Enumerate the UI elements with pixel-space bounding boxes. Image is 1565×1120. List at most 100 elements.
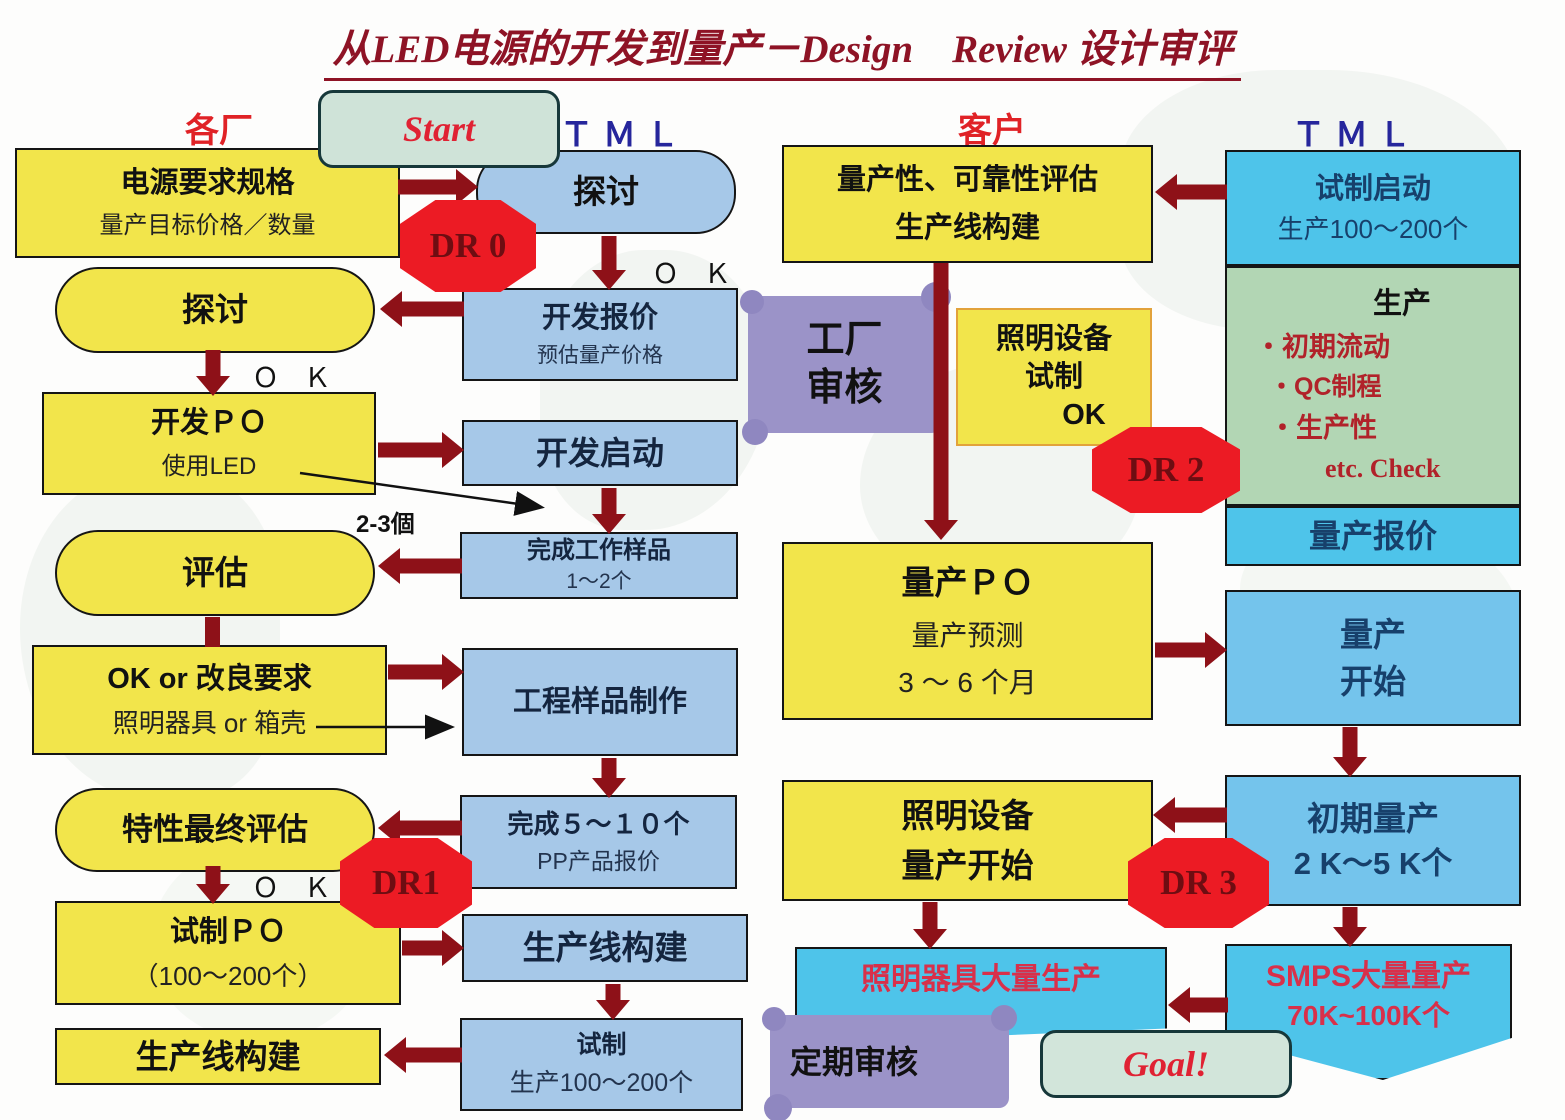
goal-label: Goal! bbox=[1122, 1043, 1209, 1084]
arrow-eng-sample-down bbox=[590, 758, 628, 798]
box-discuss-tml-label: 探讨 bbox=[573, 173, 639, 211]
box-mass-start-line2: 开始 bbox=[1340, 663, 1406, 700]
box-mass-po-line3: 3 ～ 6 个月 bbox=[898, 666, 1037, 698]
ok-label-discuss-left: Ｏ Ｋ bbox=[252, 363, 340, 393]
box-discuss-left-label: 探讨 bbox=[182, 291, 248, 329]
arrow-initial-mass-down bbox=[1331, 907, 1369, 947]
box-mass-po-line2: 量产预测 bbox=[911, 619, 1024, 651]
box-dev-start: 开发启动 bbox=[462, 420, 738, 486]
scroll-curl bbox=[991, 1005, 1017, 1031]
dr2-badge: DR 2 bbox=[1092, 427, 1240, 513]
box-line-build-left-label: 生产线构建 bbox=[135, 1037, 301, 1075]
scroll-curl bbox=[740, 290, 764, 314]
box-pp-sample: 完成５～１０个 PP产品报价 bbox=[460, 795, 737, 889]
box-factory-audit-line2: 审核 bbox=[806, 366, 883, 409]
box-trial-po-sub: （100～200个） bbox=[132, 960, 324, 991]
box-dev-quote-title: 开发报价 bbox=[541, 302, 658, 335]
box-mass-eval-title: 量产性、可靠性评估 bbox=[836, 163, 1098, 196]
production-bullet-productivity: ・生产性 bbox=[1269, 412, 1377, 443]
box-trial-launch-title: 试制启动 bbox=[1314, 172, 1431, 205]
box-mass-po: 量产ＰＯ 量产预测 3 ～ 6 个月 bbox=[782, 542, 1153, 720]
box-final-eval-label: 特性最终评估 bbox=[122, 811, 308, 847]
box-factory-audit: 工厂 审核 bbox=[740, 282, 951, 445]
box-trial-tml: 试制 生产100～200个 bbox=[460, 1018, 743, 1111]
box-ok-or-improve: OK or 改良要求 照明器具 or 箱壳 bbox=[32, 645, 387, 755]
dr3-badge: DR 3 bbox=[1128, 838, 1269, 928]
box-evaluate-label: 评估 bbox=[182, 554, 248, 592]
box-eng-sample: 工程样品制作 bbox=[462, 648, 738, 756]
box-smps-mass-line2: 70K~100K个 bbox=[1287, 999, 1450, 1031]
arrow-work-sample-to-evaluate bbox=[378, 547, 462, 585]
box-ok-or-improve-sub: 照明器具 or 箱壳 bbox=[112, 707, 307, 738]
production-title: 生产 bbox=[1372, 288, 1431, 321]
box-mass-start-line1: 量产 bbox=[1340, 615, 1406, 653]
arrow-trial-po-to-line-build bbox=[402, 929, 464, 967]
arrow-trial-launch-to-mass-eval bbox=[1155, 173, 1227, 211]
box-initial-mass: 初期量产 2 K～5 K个 bbox=[1225, 775, 1521, 906]
arrow-smps-to-lighting-mass bbox=[1168, 986, 1228, 1024]
qty-2-3-label: 2-3個 bbox=[356, 511, 415, 538]
ok-label-discuss-tml: Ｏ Ｋ bbox=[652, 259, 740, 289]
box-lighting-mass-start: 照明设备 量产开始 bbox=[782, 780, 1153, 901]
box-production-checklist: 生产 ・初期流动 ・QC制程 ・生产性 etc. Check bbox=[1225, 266, 1521, 506]
box-pp-sample-title: 完成５～１０个 bbox=[507, 809, 690, 840]
box-line-build-tml-label: 生产线构建 bbox=[522, 929, 688, 967]
box-evaluate: 评估 bbox=[55, 530, 375, 616]
box-initial-mass-line1: 初期量产 bbox=[1307, 799, 1439, 837]
box-initial-mass-line2: 2 K～5 K个 bbox=[1293, 845, 1453, 881]
box-work-sample-sub: 1～2个 bbox=[566, 569, 632, 593]
arrow-discuss-left-down bbox=[194, 350, 232, 396]
box-dev-po-title: 开发ＰＯ bbox=[150, 407, 267, 440]
box-factory-audit-line1: 工厂 bbox=[806, 319, 883, 361]
box-mass-quote: 量产报价 bbox=[1225, 506, 1521, 566]
page-title: 从LED电源的开发到量产－Design Review 设计审评 bbox=[0, 18, 1565, 81]
box-lighting-mass-production-label: 照明器具大量生产 bbox=[861, 963, 1101, 996]
arrow-dev-quote-to-discuss-left bbox=[380, 290, 464, 328]
box-power-spec-sub: 量产目标价格／数量 bbox=[99, 212, 316, 240]
box-mass-start: 量产 开始 bbox=[1225, 590, 1521, 726]
box-lighting-trial-line2: 试制 bbox=[1024, 360, 1083, 393]
goal-node: Goal! bbox=[1040, 1030, 1292, 1098]
box-discuss-left: 探讨 bbox=[55, 267, 375, 353]
arrow-ok-improve-to-eng-sample bbox=[388, 653, 464, 691]
arrow-line-build-tml-down bbox=[594, 984, 632, 1020]
production-bullet-qc-process: ・QC制程 bbox=[1269, 373, 1382, 402]
start-node: Start bbox=[318, 90, 560, 168]
box-trial-launch-sub: 生产100～200个 bbox=[1277, 213, 1469, 244]
scroll-curl bbox=[764, 1094, 792, 1120]
column-header-factories: 各厂 bbox=[185, 112, 253, 150]
production-note-etc-check: etc. Check bbox=[1325, 454, 1441, 484]
arrow-dev-start-down bbox=[590, 488, 628, 534]
ok-label-final-eval: Ｏ Ｋ bbox=[252, 873, 340, 903]
box-work-sample: 完成工作样品 1～2个 bbox=[460, 532, 738, 599]
box-mass-eval-sub: 生产线构建 bbox=[894, 212, 1040, 244]
box-mass-po-title: 量产ＰＯ bbox=[901, 564, 1034, 602]
box-trial-launch: 试制启动 生产100～200个 bbox=[1225, 150, 1521, 266]
arrow-mass-eval-to-mass-po bbox=[921, 263, 961, 540]
scroll-curl bbox=[742, 419, 768, 445]
arrow-trial-to-line-build-left bbox=[384, 1036, 462, 1074]
arrow-initial-mass-to-lighting-start bbox=[1153, 796, 1227, 834]
box-ok-or-improve-title: OK or 改良要求 bbox=[107, 662, 312, 695]
arrow-dev-po-to-dev-start bbox=[378, 431, 464, 469]
box-trial-po-title: 试制ＰＯ bbox=[169, 915, 286, 948]
box-mass-quote-label: 量产报价 bbox=[1308, 518, 1437, 554]
scroll-curl bbox=[762, 1007, 786, 1031]
box-lighting-trial-line3: OK bbox=[1062, 399, 1106, 432]
box-periodic-audit-label: 定期审核 bbox=[790, 1043, 919, 1080]
box-lighting-mass-start-line2: 量产开始 bbox=[901, 846, 1034, 884]
box-dev-po-sub: 使用LED bbox=[161, 452, 257, 480]
box-periodic-audit: 定期审核 bbox=[762, 1005, 1017, 1120]
box-pp-sample-sub: PP产品报价 bbox=[537, 847, 660, 874]
dr1-badge: DR1 bbox=[340, 838, 472, 928]
start-label: Start bbox=[402, 109, 476, 149]
box-eng-sample-label: 工程样品制作 bbox=[512, 685, 687, 718]
box-power-spec-title: 电源要求规格 bbox=[120, 166, 295, 199]
box-dev-quote: 开发报价 预估量产价格 bbox=[462, 288, 738, 381]
box-line-build-tml: 生产线构建 bbox=[462, 914, 748, 982]
arrow-final-eval-down bbox=[194, 866, 232, 904]
box-trial-tml-title: 试制 bbox=[576, 1031, 627, 1060]
arrow-discuss-tml-down bbox=[590, 236, 628, 290]
column-header-tml-left: ＴＭＬ bbox=[560, 118, 689, 154]
